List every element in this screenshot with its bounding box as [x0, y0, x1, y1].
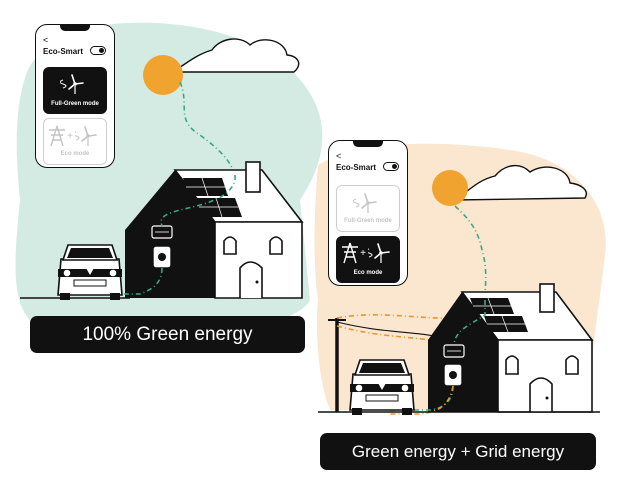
phone-notch: [353, 140, 383, 147]
wind-turbine-icon: [337, 192, 399, 214]
phone-title: Eco-Smart: [336, 163, 377, 172]
phone-notch: [60, 24, 90, 31]
car-right: [349, 359, 415, 416]
mode-eco-label: Eco mode: [60, 151, 90, 157]
pylon-plus-turbine-icon: +: [44, 125, 106, 147]
caption-right: Green energy + Grid energy: [320, 433, 596, 470]
back-chevron-icon[interactable]: <: [336, 151, 342, 161]
caption-left-text: 100% Green energy: [82, 323, 253, 345]
caption-left: 100% Green energy: [30, 316, 305, 353]
eco-smart-toggle[interactable]: [383, 162, 399, 171]
mode-eco-label: Eco mode: [353, 270, 383, 276]
wind-turbine-icon: [43, 73, 107, 95]
back-chevron-icon[interactable]: <: [43, 35, 49, 45]
caption-right-text: Green energy + Grid energy: [351, 441, 565, 461]
mode-full-green-button[interactable]: Full-Green mode: [43, 67, 107, 114]
car-left: [57, 244, 123, 301]
mode-full-green-label: Full-Green mode: [51, 101, 99, 107]
plus-sign: +: [360, 247, 366, 259]
mode-eco-button[interactable]: + Eco mode: [43, 118, 107, 165]
mode-eco-button[interactable]: + Eco mode: [336, 236, 400, 283]
eco-smart-toggle[interactable]: [90, 46, 106, 55]
phone-title: Eco-Smart: [43, 47, 84, 56]
plus-sign: +: [67, 130, 73, 142]
mode-full-green-button[interactable]: Full-Green mode: [336, 185, 400, 232]
phone-left: < Eco-Smart Full-Green mode + Eco mode: [35, 24, 115, 168]
pylon-plus-turbine-icon: +: [336, 242, 400, 264]
mode-full-green-label: Full-Green mode: [344, 218, 392, 224]
phone-right: < Eco-Smart Full-Green mode + Eco mode: [328, 140, 408, 286]
